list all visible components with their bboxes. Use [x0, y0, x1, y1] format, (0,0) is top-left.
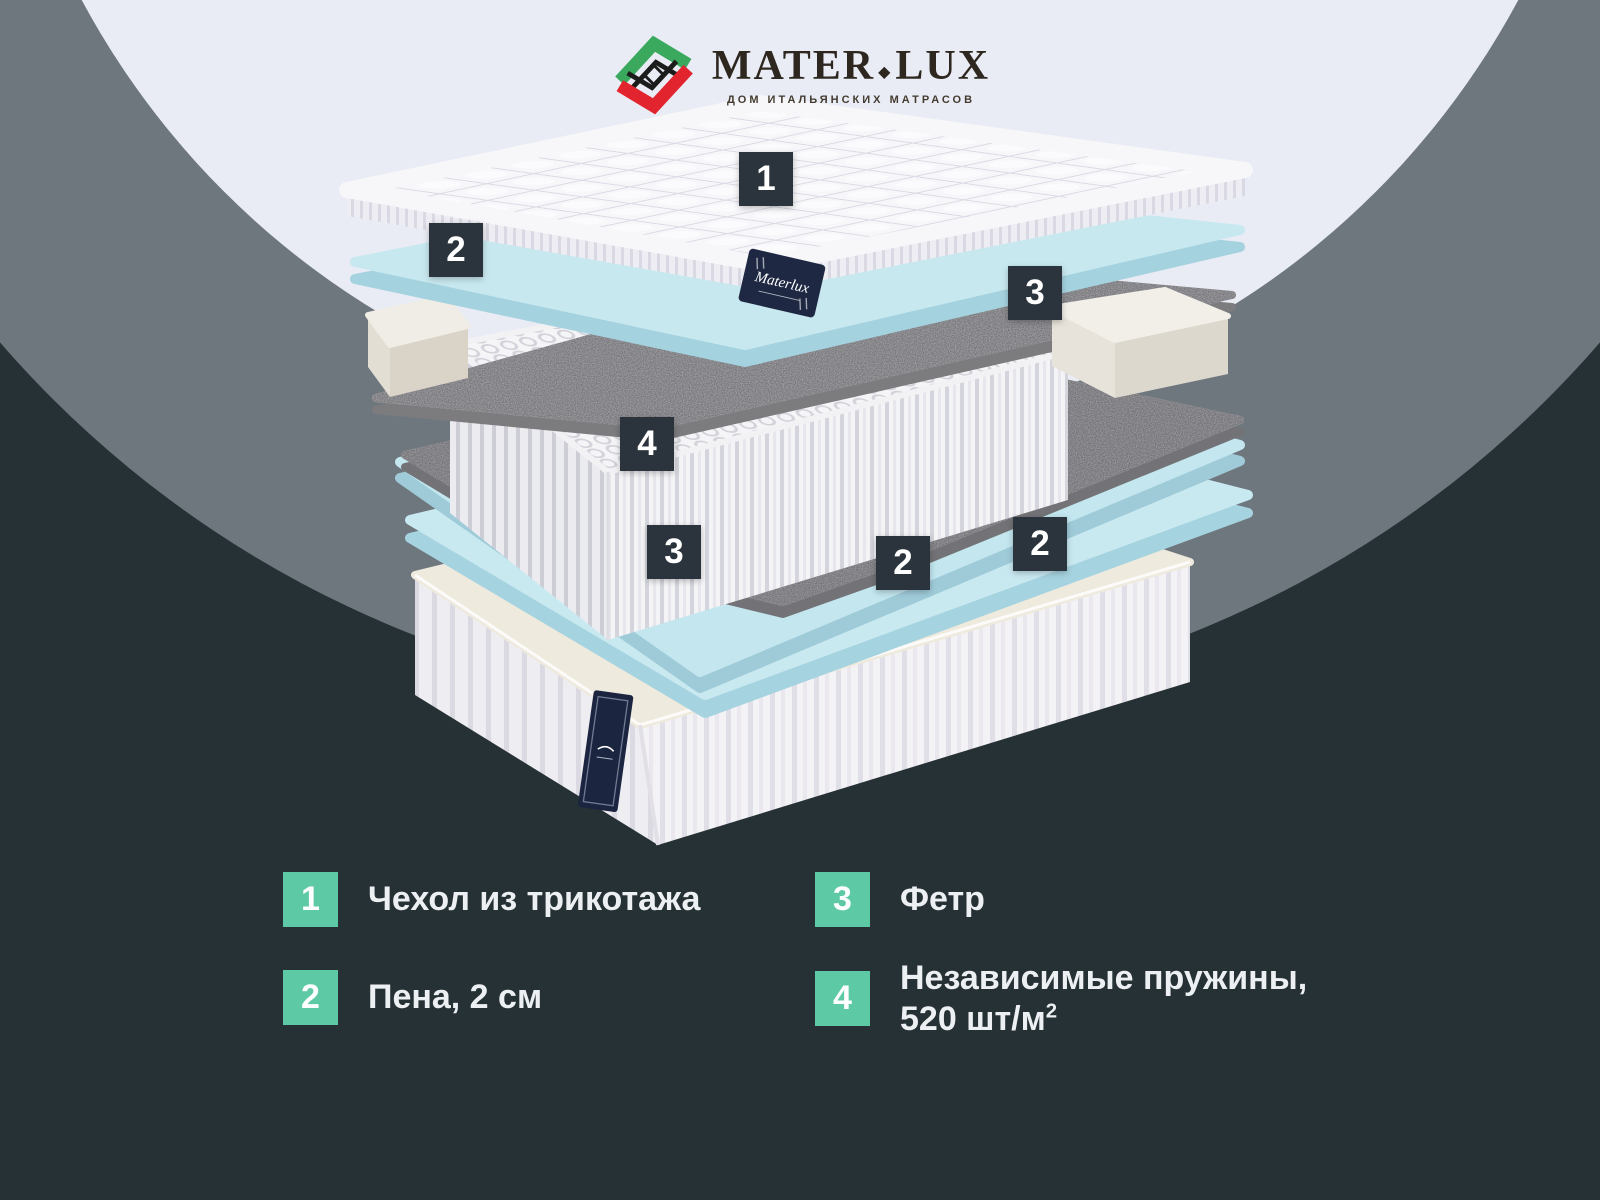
cover-brand-tag: Materlux	[738, 248, 826, 318]
legend-number-2: 2	[283, 970, 338, 1025]
layer-knit-cover: Materlux	[339, 95, 1253, 318]
legend-item-felt: 3 Фетр	[815, 872, 985, 927]
legend-item-cover: 1 Чехол из трикотажа	[283, 872, 700, 927]
legend-label-felt: Фетр	[900, 880, 985, 919]
layer-badge-2-middle: 2	[876, 536, 930, 590]
legend-label-cover: Чехол из трикотажа	[368, 880, 701, 919]
legend-number-4: 4	[815, 971, 870, 1027]
brand-name: MATER◆LUX	[711, 42, 991, 89]
brand-header: MATER◆LUX ДОМ ИТАЛЬЯНСКИХ МАТРАСОВ	[0, 34, 1600, 116]
layer-badge-3-top: 3	[1008, 266, 1062, 320]
layer-badge-4: 4	[620, 417, 674, 471]
legend-label-springs: Независимые пружины, 520 шт/м2	[900, 959, 1308, 1038]
base-brand-tag	[577, 690, 634, 813]
foam-rail-right	[1049, 287, 1231, 398]
legend-label-foam: Пена, 2 см	[368, 978, 543, 1017]
diamond-separator-icon: ◆	[878, 63, 893, 81]
layer-badge-2-top: 2	[429, 223, 483, 277]
legend-number-3: 3	[815, 872, 870, 927]
layer-badge-1: 1	[739, 152, 793, 206]
foam-rail-left	[365, 295, 471, 397]
legend-item-springs: 4 Независимые пружины, 520 шт/м2	[815, 958, 1307, 1040]
brand-tagline: ДОМ ИТАЛЬЯНСКИХ МАТРАСОВ	[726, 93, 976, 106]
legend-item-foam: 2 Пена, 2 см	[283, 970, 542, 1025]
legend-number-1: 1	[283, 872, 338, 927]
materlux-logo-icon	[615, 35, 693, 115]
layer-badge-3-bottom: 3	[647, 525, 701, 579]
layer-badge-2-right: 2	[1013, 517, 1067, 571]
